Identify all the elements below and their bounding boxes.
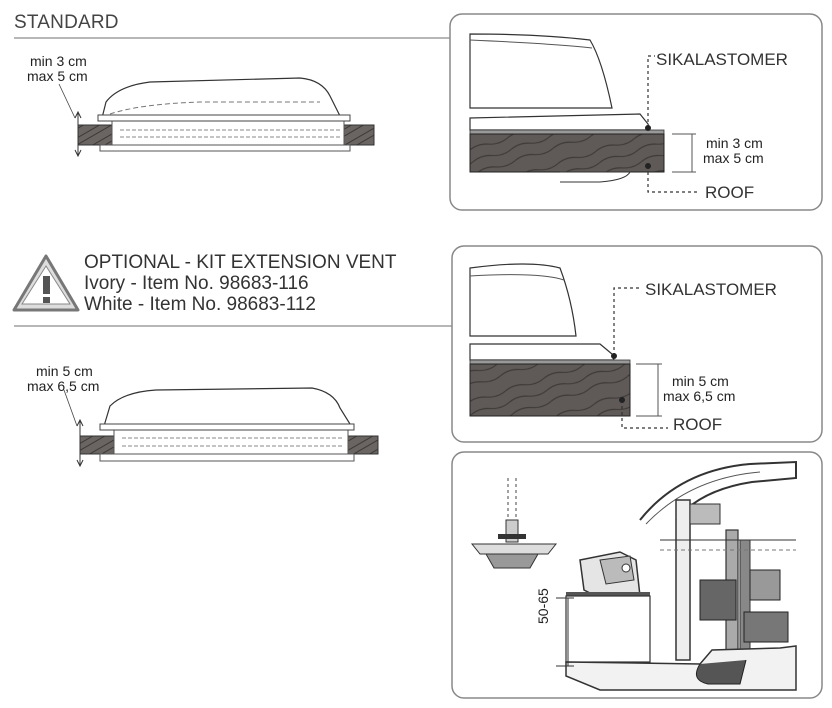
- optional-detail-min: min 5 cm: [672, 373, 729, 389]
- optional-detail-max: max 6,5 cm: [663, 388, 736, 404]
- standard-vent-overview: [58, 77, 375, 158]
- standard-thickness-max: max 5 cm: [27, 68, 88, 84]
- standard-detail-min: min 3 cm: [706, 135, 763, 151]
- warning-triangle-icon: [12, 254, 80, 312]
- cross-section-panel: [451, 451, 823, 699]
- optional-thickness-min: min 5 cm: [36, 363, 93, 379]
- optional-thickness-max: max 6,5 cm: [27, 378, 100, 394]
- optional-ivory-item: Ivory - Item No. 98683-116: [84, 273, 309, 294]
- standard-sealant-label: SIKALASTOMER: [656, 50, 788, 69]
- optional-detail-panel: [451, 245, 823, 443]
- optional-sealant-label: SIKALASTOMER: [645, 280, 777, 299]
- cross-section-dimension: 50-65: [535, 588, 551, 624]
- standard-detail-panel: [449, 13, 823, 211]
- standard-thickness-min: min 3 cm: [30, 53, 87, 69]
- optional-roof-label: ROOF: [673, 415, 723, 434]
- optional-heading: OPTIONAL - KIT EXTENSION VENT: [84, 252, 397, 273]
- screw-detail: [470, 478, 558, 569]
- optional-vent-overview: [63, 387, 379, 468]
- optional-white-item: White - Item No. 98683-112: [84, 294, 316, 315]
- standard-title: STANDARD: [14, 12, 119, 33]
- standard-detail-max: max 5 cm: [703, 150, 764, 166]
- standard-roof-label: ROOF: [705, 183, 755, 202]
